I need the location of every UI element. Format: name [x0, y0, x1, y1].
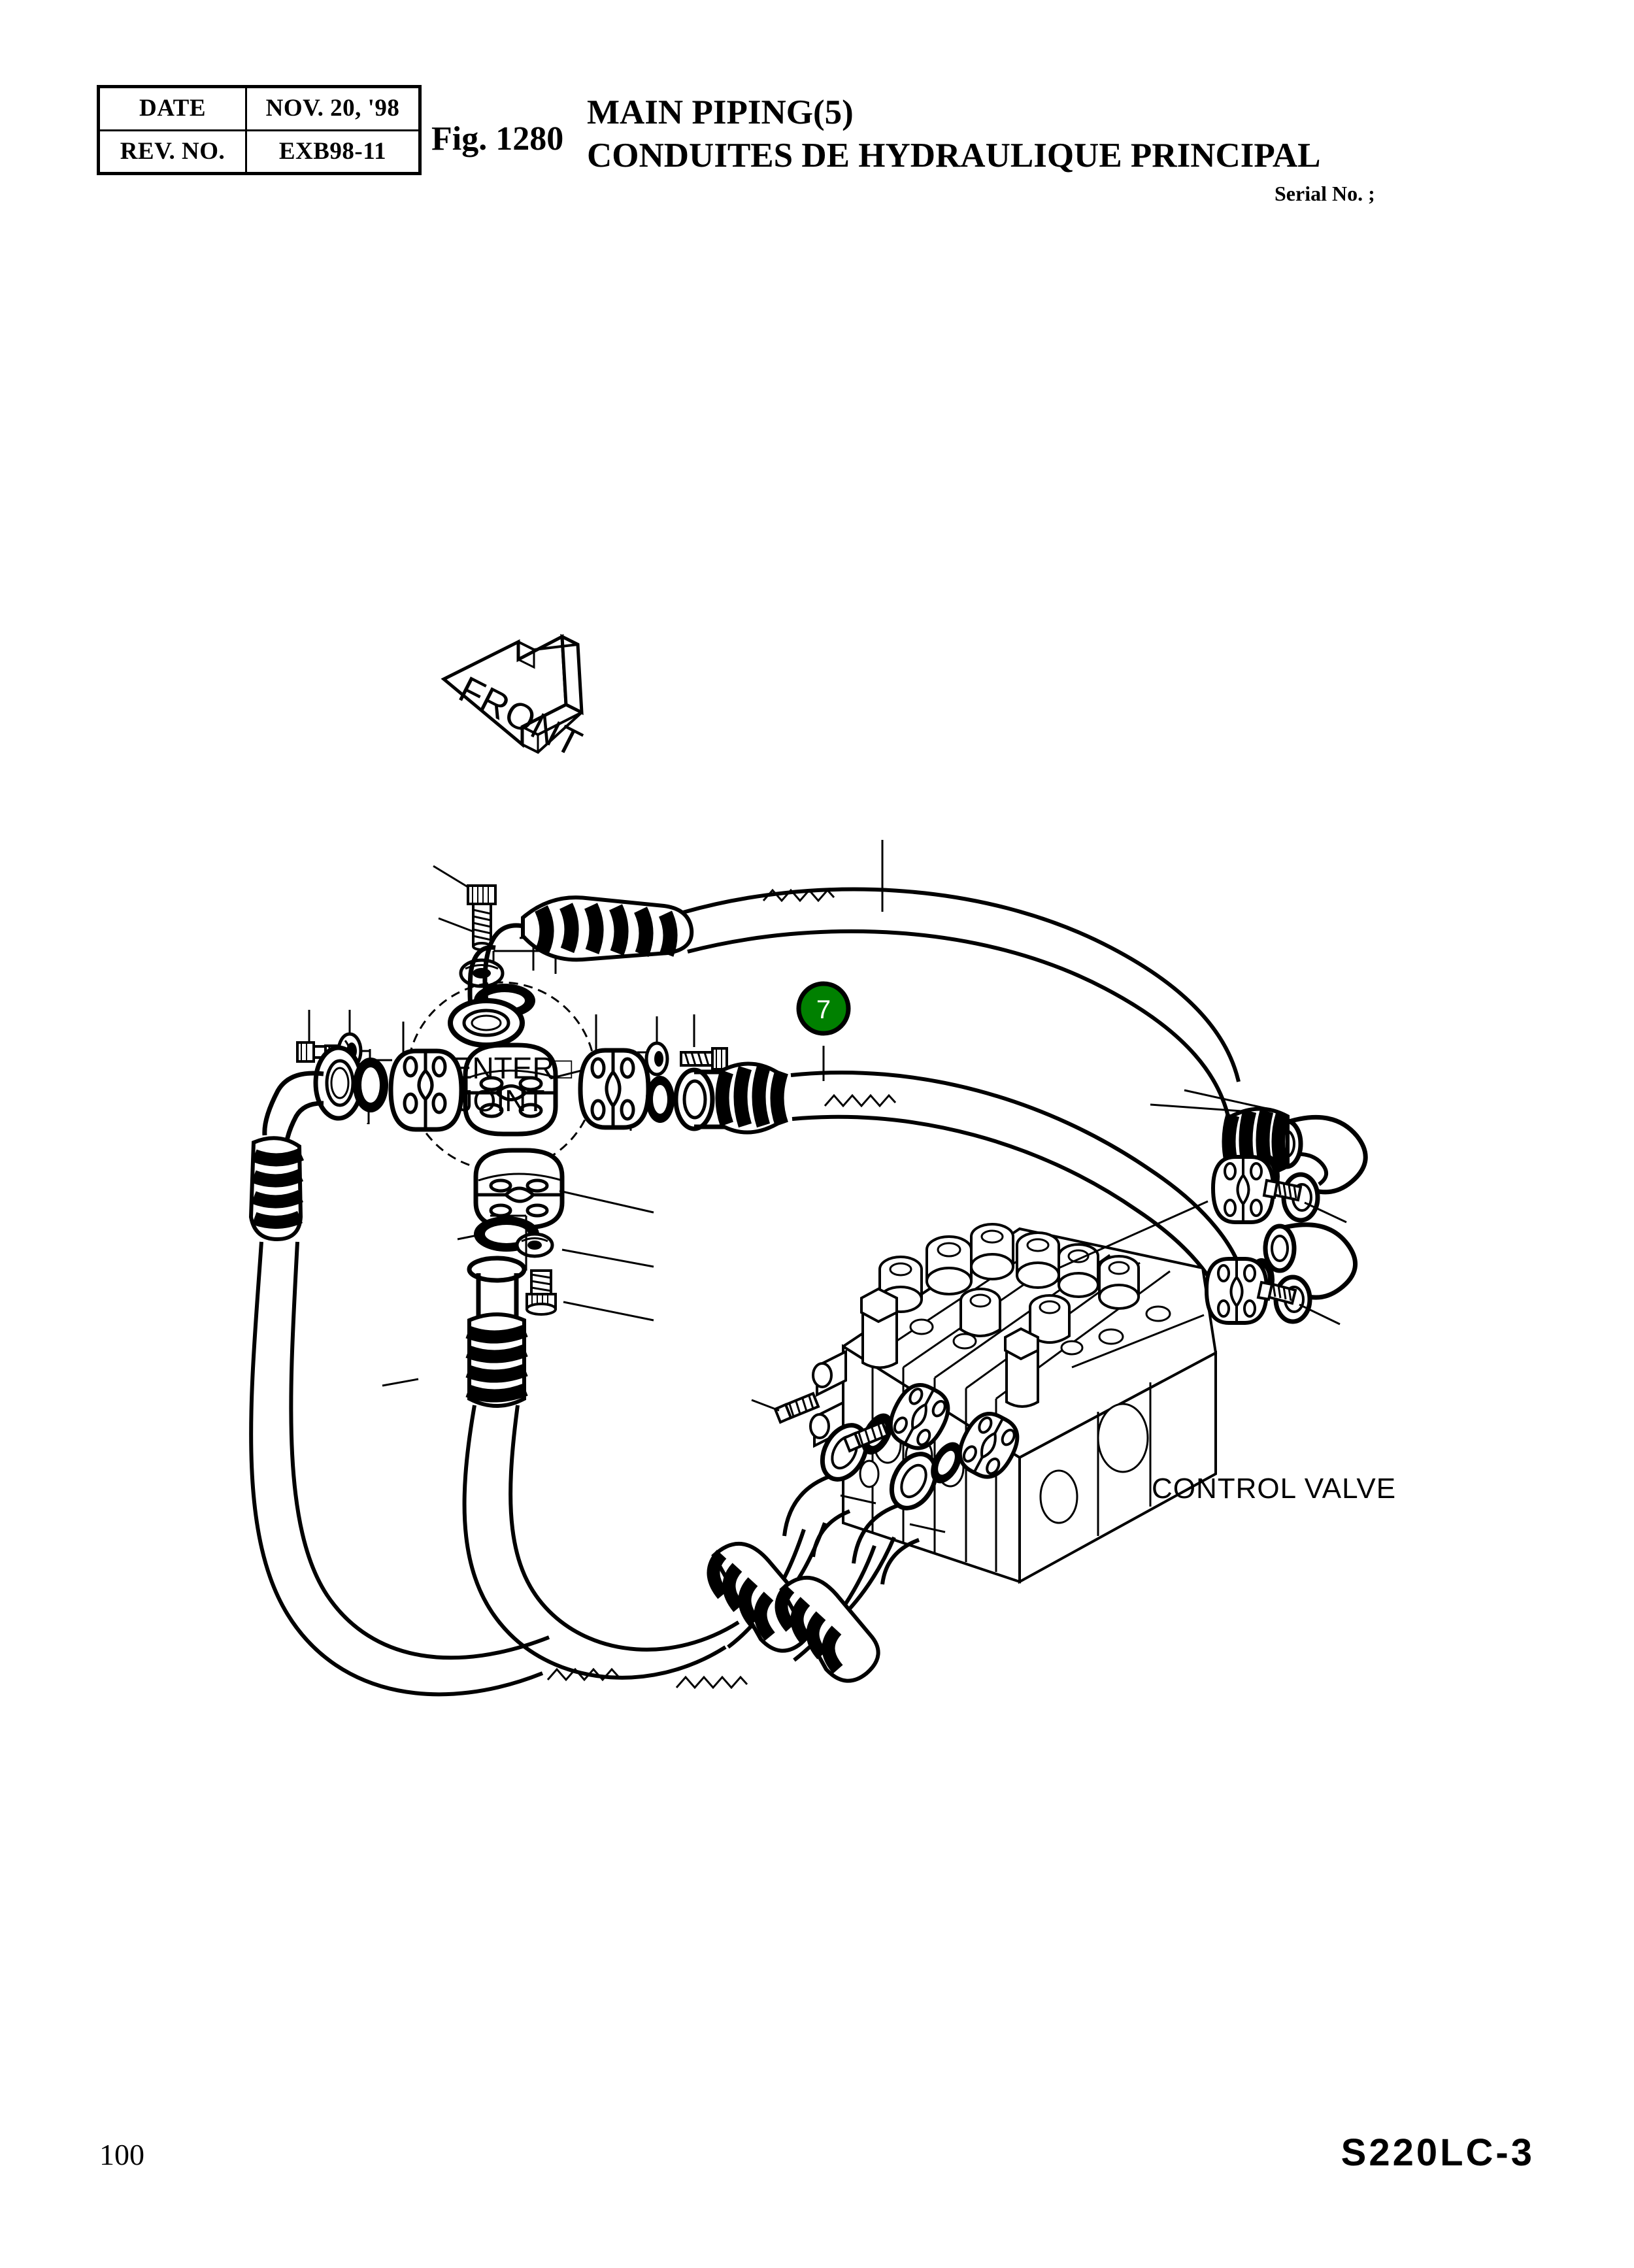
callout-number: 7 [816, 995, 831, 1024]
date-label: DATE [97, 86, 247, 131]
callout-bubble[interactable] [796, 981, 851, 1036]
hose-end-elbow [1263, 1222, 1358, 1324]
bolt-part [467, 884, 497, 951]
split-flange-part [388, 1048, 464, 1132]
o-ring-part [646, 1076, 675, 1123]
table-row: DATE NOV. 20, '98 [97, 86, 421, 131]
table-row: REV. NO. EXB98-11 [97, 129, 421, 175]
vertical-hose-part [462, 1256, 748, 1689]
upper-hose-assembly [433, 840, 1241, 1137]
page-number: 100 [99, 2138, 144, 2171]
rev-no-label: REV. NO. [97, 129, 247, 175]
split-flange-part [1210, 1155, 1276, 1224]
figure-number: Fig. 1280 [431, 120, 564, 158]
control-valve-label: CONTROL VALVE [1152, 1473, 1396, 1505]
pipe-flange-face [673, 1067, 715, 1131]
front-arrow-icon: FRONT [441, 633, 589, 765]
date-value: NOV. 20, '98 [245, 86, 421, 131]
washer-part [515, 1232, 654, 1268]
bolt-part [1256, 1280, 1297, 1305]
left-flange-assembly [248, 1010, 620, 1697]
control-valve-block [809, 1223, 1218, 1584]
bolt-part [842, 1420, 890, 1453]
hose-terminal-b [775, 1412, 1020, 1683]
split-flange-part [1205, 1257, 1269, 1325]
left-hose-run [248, 1071, 620, 1697]
hose-break-mark [824, 1094, 897, 1107]
bolt-part [680, 1047, 728, 1071]
hose-spring-guard [715, 1061, 788, 1135]
hose-break-mark [675, 1676, 748, 1689]
o-ring-part [353, 1058, 388, 1112]
elbow-pipe-part [448, 923, 527, 1048]
rev-no-value: EXB98-11 [245, 129, 421, 175]
bolt-part [773, 1392, 820, 1424]
revision-table: DATE NOV. 20, '98 REV. NO. EXB98-11 [97, 85, 422, 176]
hose-spring-guard [521, 895, 694, 962]
middle-vertical-assembly [457, 1148, 748, 1689]
washer-part [644, 1041, 669, 1076]
split-flange-part [578, 1048, 651, 1130]
page-title-fr: CONDUITES DE HYDRAULIQUE PRINCIPAL [587, 137, 1321, 175]
bolt-part [490, 1214, 654, 1322]
right-hose-end-fittings [1058, 1089, 1368, 1369]
center-joint-label-line2: JOINT [458, 1084, 545, 1118]
page-title-en: MAIN PIPING(5) [587, 93, 854, 131]
split-flange-part [463, 1016, 628, 1137]
callout-7[interactable]: 7 [796, 981, 851, 1081]
lower-hose-end-fittings [707, 1383, 1020, 1683]
model-code: S220LC-3 [1341, 2131, 1535, 2174]
serial-no-label: Serial No. ; [1275, 182, 1375, 205]
bolt-part [1262, 1178, 1303, 1202]
elbow-flange-face [313, 1045, 364, 1121]
